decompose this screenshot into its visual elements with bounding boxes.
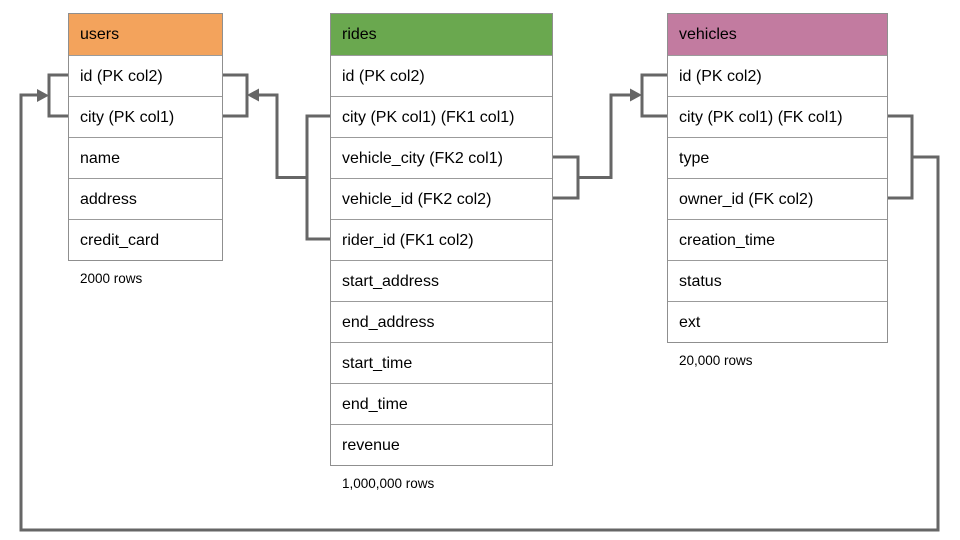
table-vehicles-box: vehicles id (PK col2)city (PK col1) (FK … (667, 13, 888, 343)
table-rides-box: rides id (PK col2)city (PK col1) (FK1 co… (330, 13, 553, 466)
table-rides-columns: id (PK col2)city (PK col1) (FK1 col1)veh… (331, 55, 552, 465)
vehicles-left-bracket (640, 73, 667, 118)
rides-right-bracket (553, 155, 580, 200)
table-row: rider_id (FK1 col2) (331, 219, 552, 260)
table-row: address (69, 178, 222, 219)
table-rides-header: rides (331, 14, 552, 55)
table-row: type (668, 137, 887, 178)
table-rides-rowcount: 1,000,000 rows (342, 476, 435, 491)
table-row: end_time (331, 383, 552, 424)
table-row: revenue (331, 424, 552, 465)
table-row: status (668, 260, 887, 301)
rides-left-bracket (305, 114, 330, 241)
table-vehicles-header: vehicles (668, 14, 887, 55)
table-row: city (PK col1) (69, 96, 222, 137)
table-row: ext (668, 301, 887, 342)
table-users-rowcount: 2000 rows (80, 271, 143, 286)
table-row: owner_id (FK col2) (668, 178, 887, 219)
table-row: vehicle_id (FK2 col2) (331, 178, 552, 219)
table-rides: rides id (PK col2)city (PK col1) (FK1 co… (330, 13, 553, 491)
table-vehicles: vehicles id (PK col2)city (PK col1) (FK … (667, 13, 888, 368)
arrowhead-into-users-right-icon (247, 88, 259, 102)
fk-vehicles-to-users-line (19, 93, 940, 532)
table-vehicles-rowcount: 20,000 rows (679, 353, 753, 368)
table-row: id (PK col2) (668, 55, 887, 96)
table-vehicles-columns: id (PK col2)city (PK col1) (FK col1)type… (668, 55, 887, 342)
table-row: vehicle_city (FK2 col1) (331, 137, 552, 178)
table-row: start_time (331, 342, 552, 383)
table-row: end_address (331, 301, 552, 342)
table-row: id (PK col2) (331, 55, 552, 96)
connector-lines (19, 73, 940, 532)
table-row: credit_card (69, 219, 222, 260)
arrowhead-into-vehicles-left-icon (630, 88, 642, 102)
table-row: start_address (331, 260, 552, 301)
table-row: name (69, 137, 222, 178)
vehicles-right-bracket (888, 114, 914, 200)
table-row: id (PK col2) (69, 55, 222, 96)
table-row: creation_time (668, 219, 887, 260)
arrowhead-into-users-left-icon (37, 89, 49, 102)
fk2-rides-to-vehicles-line (578, 93, 631, 179)
connector-arrowheads (37, 88, 642, 102)
table-row: city (PK col1) (FK col1) (668, 96, 887, 137)
table-row: city (PK col1) (FK1 col1) (331, 96, 552, 137)
users-left-bracket (47, 73, 68, 118)
fk1-rides-to-users-line (256, 93, 307, 179)
table-users-header: users (69, 14, 222, 55)
users-right-bracket (223, 73, 249, 118)
